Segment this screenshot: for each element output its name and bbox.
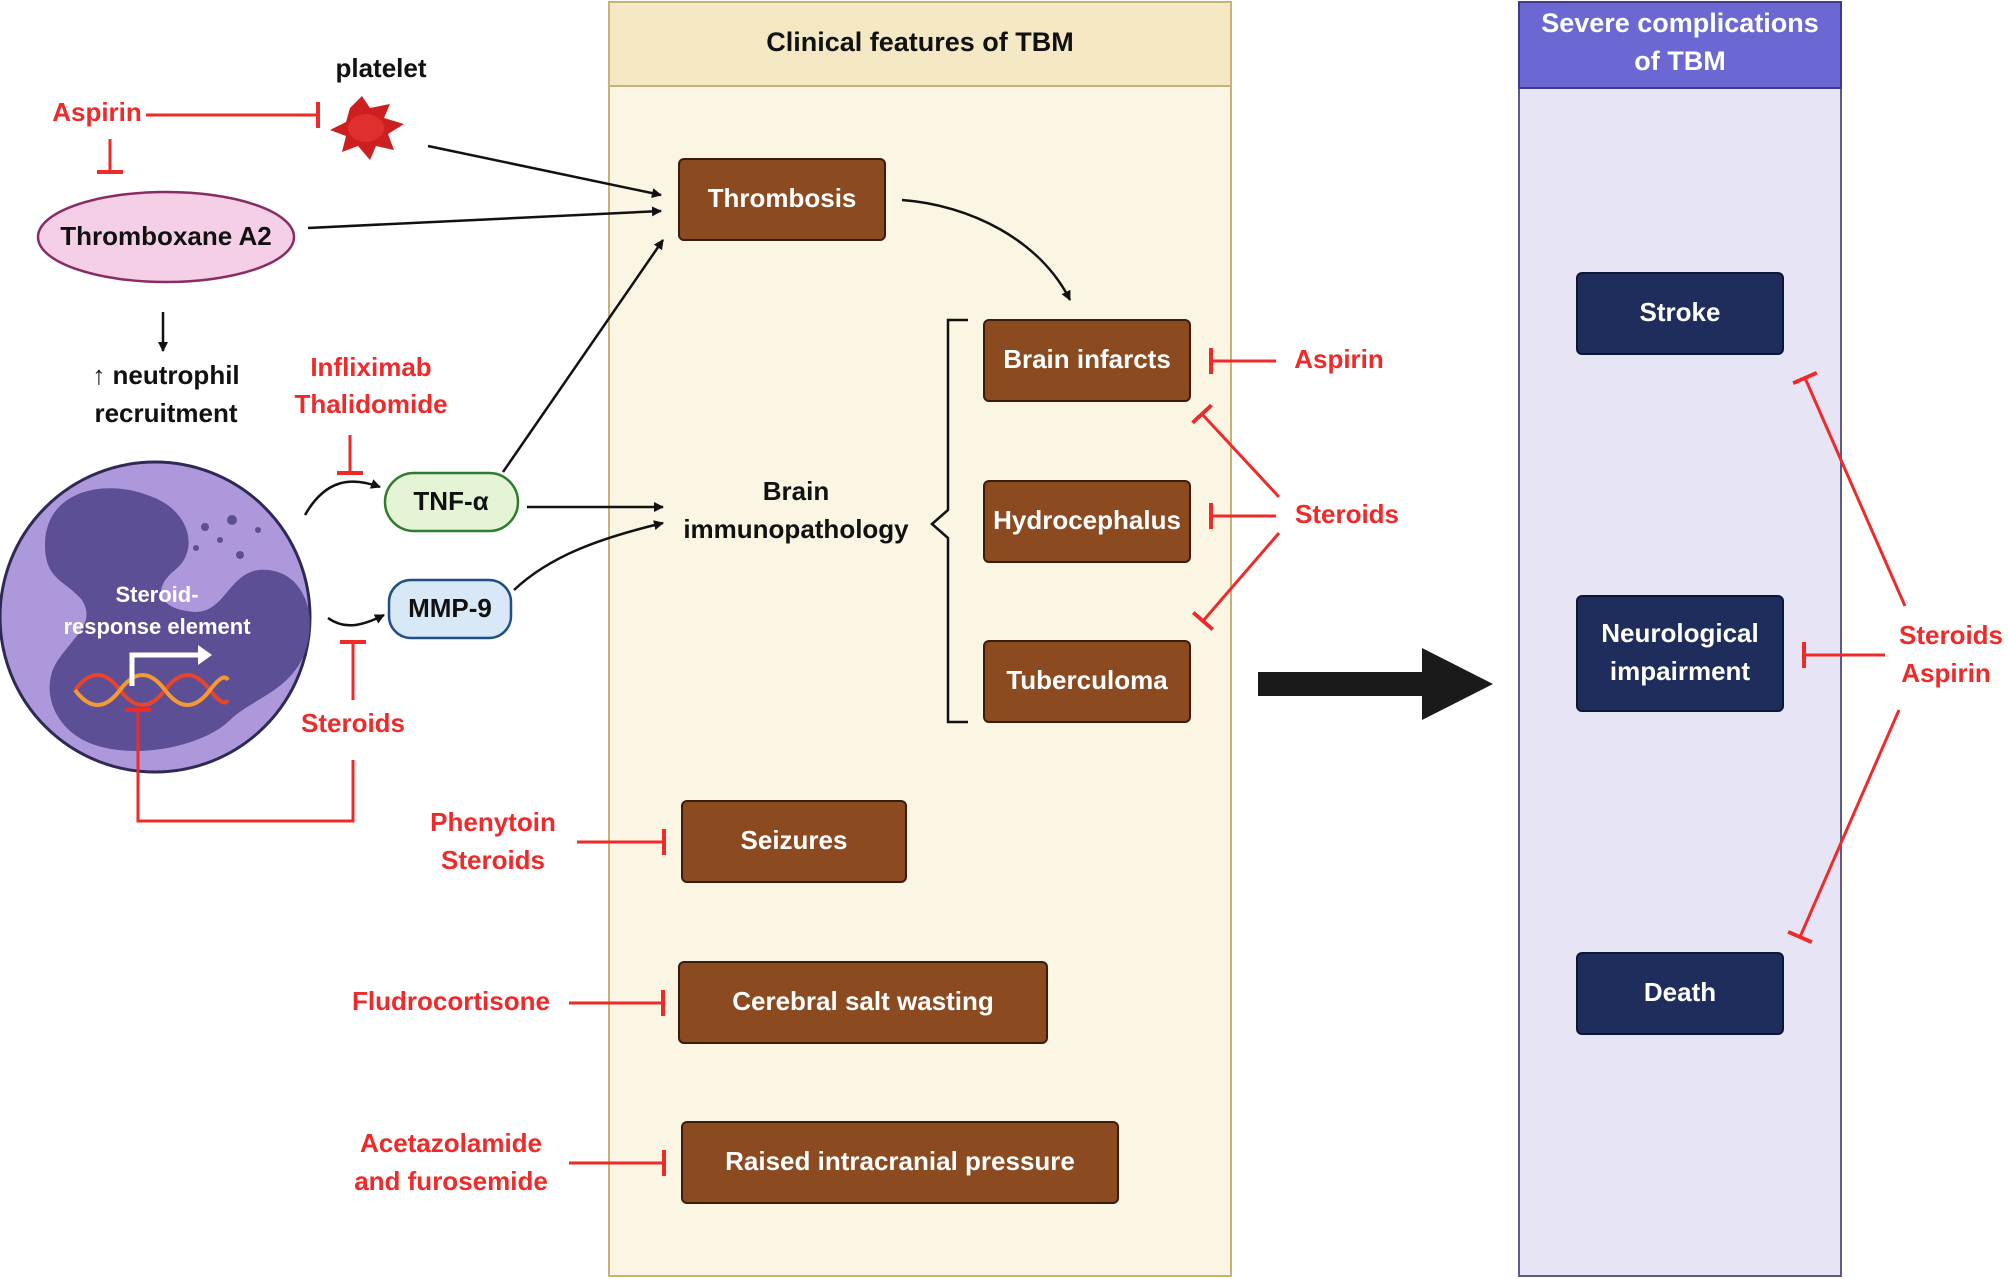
arrow-mmp9-to-immunopathology (513, 520, 664, 591)
drug-steroids-seizures: Steroids (441, 845, 545, 875)
drug-fludrocortisone: Fludrocortisone (352, 986, 550, 1016)
inhibit-steroids-sre (125, 708, 355, 823)
feature-thrombosis-label: Thrombosis (708, 183, 857, 213)
complication-neurological-impairment: Neurological impairment (1576, 595, 1784, 712)
drug-thalidomide: Thalidomide (294, 389, 447, 419)
drug-aspirin-right: Aspirin (1901, 658, 1991, 688)
severe-complications-title-line1: Severe complications (1541, 8, 1819, 38)
tnf-alpha-label: TNF-α (413, 486, 488, 516)
dna-helix-icon (73, 673, 230, 707)
complication-neuro-line2: impairment (1610, 656, 1750, 686)
feature-hydrocephalus-label: Hydrocephalus (993, 505, 1181, 535)
brain-immunopathology-line2: immunopathology (683, 514, 909, 544)
arrow-neutrophil-to-tnf (303, 479, 381, 516)
feature-seizures-label: Seizures (741, 825, 848, 855)
inhibition-lines (97, 102, 1907, 1176)
drug-steroids-mmp9: Steroids (301, 708, 405, 738)
inhibit-steroids-tuberculoma (1191, 532, 1281, 632)
drug-phenytoin: Phenytoin (430, 807, 556, 837)
feature-hydrocephalus: Hydrocephalus (983, 480, 1191, 563)
complication-death-label: Death (1644, 977, 1716, 1007)
feature-cerebral-salt-wasting-label: Cerebral salt wasting (732, 986, 994, 1016)
platelet-label: platelet (335, 53, 426, 83)
feature-raised-icp-label: Raised intracranial pressure (725, 1146, 1075, 1176)
thromboxane-node (36, 190, 296, 284)
feature-brain-infarcts: Brain infarcts (983, 319, 1191, 402)
drug-furosemide: and furosemide (354, 1166, 548, 1196)
immunopathology-bracket (930, 318, 968, 724)
brain-immunopathology-line1: Brain (763, 476, 829, 506)
clinical-features-title: Clinical features of TBM (766, 27, 1074, 57)
feature-raised-icp: Raised intracranial pressure (681, 1121, 1119, 1204)
inhibit-steroids-infarcts (1191, 403, 1281, 499)
steroid-response-element-line1: Steroid- (115, 582, 198, 607)
thromboxane-label: Thromboxane A2 (60, 221, 271, 251)
inhibit-stroke (1792, 370, 1907, 607)
severe-complications-title-line2: of TBM (1634, 46, 1725, 76)
mmp9-node (387, 578, 513, 640)
neutrophil-recruitment-line1: ↑ neutrophil (92, 360, 239, 390)
feature-seizures: Seizures (681, 800, 907, 883)
complication-death: Death (1576, 952, 1784, 1035)
feature-thrombosis: Thrombosis (678, 158, 886, 241)
inhibit-death (1787, 709, 1901, 945)
drug-steroids-right: Steroids (1899, 620, 2003, 650)
complication-stroke: Stroke (1576, 272, 1784, 355)
arrow-tnf-to-thrombosis (501, 239, 665, 473)
feature-brain-infarcts-label: Brain infarcts (1003, 344, 1171, 374)
platelet-icon (330, 96, 404, 160)
drug-acetazolamide: Acetazolamide (360, 1128, 542, 1158)
arrow-neutrophil-to-mmp9 (327, 613, 385, 627)
drug-steroids-group: Steroids (1295, 499, 1399, 529)
feature-tuberculoma-label: Tuberculoma (1006, 665, 1168, 695)
activation-arrows (158, 144, 1072, 627)
feature-cerebral-salt-wasting: Cerebral salt wasting (678, 961, 1048, 1044)
steroid-response-element-line2: response element (63, 614, 251, 639)
neutrophil-recruitment-line2: recruitment (94, 398, 237, 428)
drug-aspirin-infarcts: Aspirin (1294, 344, 1384, 374)
tnf-alpha-node (383, 471, 520, 533)
transcription-start-arrow-icon (129, 645, 212, 686)
arrow-thromboxane-to-thrombosis (307, 206, 662, 230)
complication-stroke-label: Stroke (1640, 297, 1721, 327)
arrow-thrombosis-to-infarcts (901, 198, 1072, 301)
arrow-platelet-to-thrombosis (427, 144, 662, 199)
drug-aspirin-top: Aspirin (52, 97, 142, 127)
feature-tuberculoma: Tuberculoma (983, 640, 1191, 723)
complication-neuro-line1: Neurological (1601, 618, 1758, 648)
drug-infliximab: Infliximab (310, 352, 431, 382)
mmp9-label: MMP-9 (408, 593, 492, 623)
progression-arrow (1258, 648, 1493, 720)
